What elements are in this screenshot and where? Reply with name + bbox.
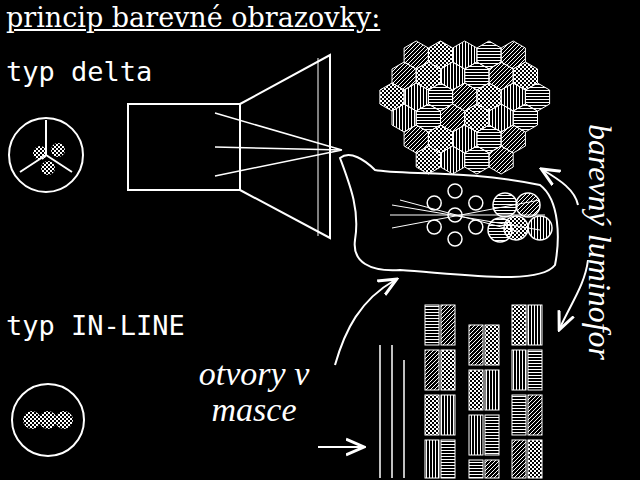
phosphor-stripe xyxy=(441,305,455,345)
mask-hole xyxy=(469,196,483,210)
mask-hole xyxy=(427,196,441,210)
phosphor-stripe xyxy=(528,350,542,390)
phosphor-stripe xyxy=(425,440,439,478)
mask-hole xyxy=(448,184,462,198)
phosphor-stripe xyxy=(485,415,499,455)
luminophor-spot xyxy=(528,216,552,240)
phosphor-stripe xyxy=(485,370,499,410)
phosphor-stripe xyxy=(469,460,483,478)
luminophor-dot xyxy=(465,146,489,174)
luminophor-dot xyxy=(441,146,465,174)
phosphor-stripe xyxy=(512,350,526,390)
phosphor-stripe xyxy=(441,395,455,435)
phosphor-stripe xyxy=(425,395,439,435)
callout-label: otvory v masce xyxy=(196,356,312,427)
mask-hole xyxy=(427,220,441,234)
mask-hole xyxy=(448,232,462,246)
phosphor-stripe xyxy=(425,350,439,390)
phosphor-stripe xyxy=(441,440,455,478)
phosphor-stripe xyxy=(528,440,542,478)
phosphor-stripe xyxy=(425,305,439,345)
luminophor-spot xyxy=(493,193,517,217)
luminophor-spot xyxy=(488,218,512,242)
phosphor-stripe xyxy=(512,395,526,435)
phosphor-stripe xyxy=(469,415,483,455)
luminophor-dot xyxy=(489,146,513,174)
phosphor-stripe xyxy=(441,350,455,390)
phosphor-stripe xyxy=(528,305,542,345)
luminophor-spot xyxy=(516,193,540,217)
title: princip barevné obrazovky: xyxy=(6,4,380,31)
phosphor-stripe xyxy=(469,370,483,410)
phosphor-stripe xyxy=(469,325,483,365)
phosphor-stripe xyxy=(512,440,526,478)
phosphor-stripe xyxy=(512,305,526,345)
phosphor-stripe xyxy=(485,460,499,478)
phosphor-stripe xyxy=(485,325,499,365)
phosphor-stripe xyxy=(528,395,542,435)
mask-hole xyxy=(448,208,462,222)
callout-label: barevný luminofor xyxy=(584,124,616,360)
type-label: typ IN-LINE xyxy=(6,312,185,339)
type-label: typ delta xyxy=(6,58,152,85)
mask-hole xyxy=(469,220,483,234)
luminophor-dot xyxy=(416,146,440,174)
